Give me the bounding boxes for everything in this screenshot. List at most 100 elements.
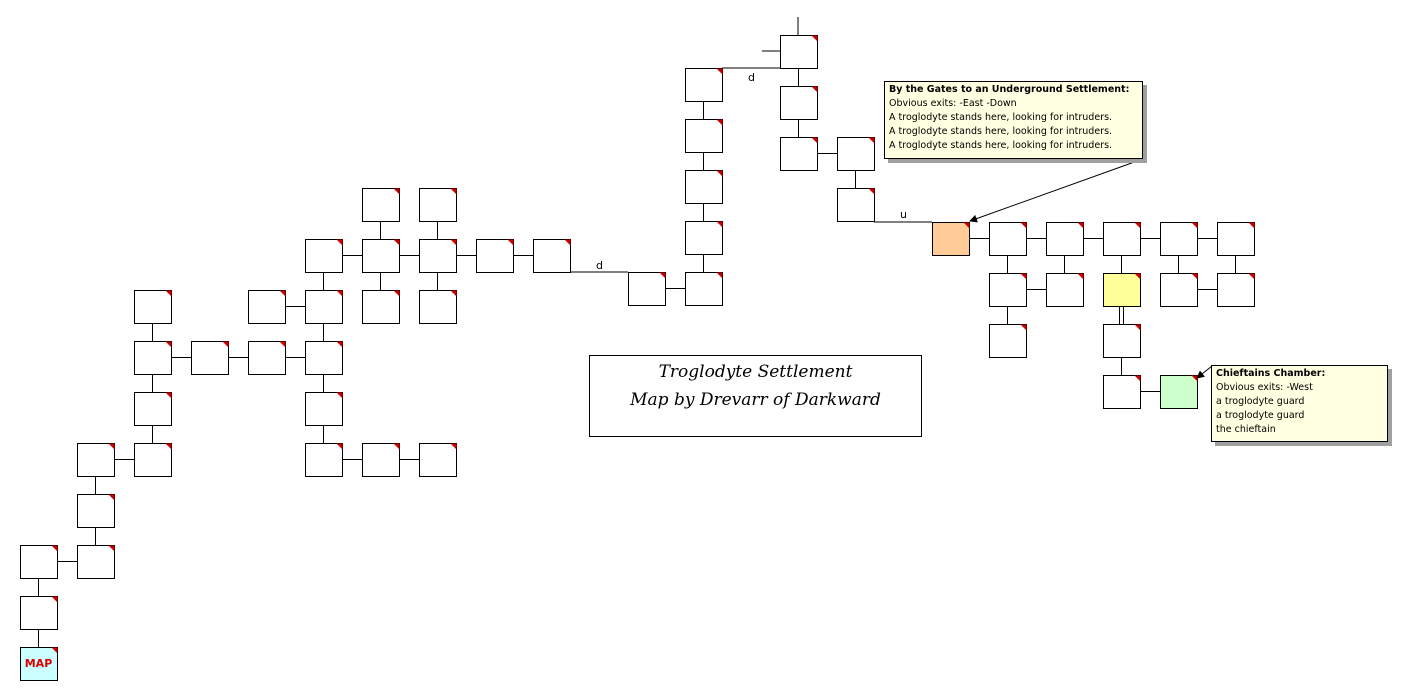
map-room-r40[interactable] — [989, 222, 1027, 256]
note-gates-line: Obvious exits: -East -Down — [889, 98, 1017, 109]
map-room-r50[interactable] — [1103, 375, 1141, 409]
map-room-r43[interactable] — [1160, 222, 1198, 256]
room-box — [628, 272, 666, 306]
map-room-cur[interactable] — [1103, 273, 1141, 307]
room-corner-marker — [450, 290, 457, 297]
map-room-r10[interactable] — [191, 341, 229, 375]
map-room-r38[interactable] — [837, 188, 875, 222]
map-room-r17[interactable] — [305, 290, 343, 324]
map-room-r45[interactable] — [989, 273, 1027, 307]
map-room-r13[interactable] — [305, 392, 343, 426]
room-box — [780, 86, 818, 120]
note-gates-line: A troglodyte stands here, looking for in… — [889, 140, 1113, 151]
map-room-r47[interactable] — [1046, 273, 1084, 307]
map-room-r49[interactable] — [1103, 324, 1141, 358]
room-corner-marker — [165, 341, 172, 348]
map-room-r11[interactable] — [248, 341, 286, 375]
map-room-r2[interactable] — [20, 545, 58, 579]
map-room-r46[interactable] — [989, 324, 1027, 358]
map-room-r34[interactable] — [780, 35, 818, 69]
room-corner-marker — [1191, 273, 1198, 280]
room-box — [134, 341, 172, 375]
map-room-r28[interactable] — [628, 272, 666, 306]
map-credit: Map by Drevarr of Darkward — [630, 390, 881, 410]
map-room-r37[interactable] — [837, 137, 875, 171]
map-room-r7[interactable] — [134, 392, 172, 426]
room-box — [780, 137, 818, 171]
map-room-r19[interactable] — [305, 239, 343, 273]
room-corner-marker — [222, 341, 229, 348]
room-corner-marker — [1134, 324, 1141, 331]
map-room-r26[interactable] — [476, 239, 514, 273]
room-corner-marker — [1191, 222, 1198, 229]
map-room-r14[interactable] — [305, 443, 343, 477]
room-box — [20, 647, 58, 681]
map-room-r27[interactable] — [533, 239, 571, 273]
map-room-r42[interactable] — [1103, 222, 1141, 256]
note-gates-pointer — [969, 159, 1141, 223]
room-corner-marker — [165, 392, 172, 399]
map-room-r23[interactable] — [419, 239, 457, 273]
map-room-r21[interactable] — [362, 188, 400, 222]
room-corner-marker — [51, 545, 58, 552]
room-corner-marker — [1020, 324, 1027, 331]
room-box — [1046, 222, 1084, 256]
room-corner-marker — [450, 443, 457, 450]
map-room-r16[interactable] — [419, 443, 457, 477]
room-box — [1103, 222, 1141, 256]
room-box — [1160, 273, 1198, 307]
map-room-r20[interactable] — [362, 239, 400, 273]
map-room-gate[interactable] — [932, 222, 970, 256]
note-chieftain: Chieftains Chamber: Obvious exits: -West… — [1211, 365, 1388, 442]
room-box — [419, 290, 457, 324]
map-room-r30[interactable] — [685, 221, 723, 255]
map-room-map[interactable] — [20, 647, 58, 681]
room-corner-marker — [564, 239, 571, 246]
special-connections-layer — [1119, 306, 1124, 324]
room-corner-marker — [108, 545, 115, 552]
map-room-r4[interactable] — [77, 494, 115, 528]
map-room-r52[interactable] — [1160, 273, 1198, 307]
map-room-r22[interactable] — [362, 290, 400, 324]
map-room-r33[interactable] — [685, 68, 723, 102]
map-room-r29[interactable] — [685, 272, 723, 306]
room-corner-marker — [716, 119, 723, 126]
room-box — [77, 494, 115, 528]
room-box — [20, 596, 58, 630]
room-box — [685, 170, 723, 204]
room-corner-marker — [108, 494, 115, 501]
map-room-r31[interactable] — [685, 170, 723, 204]
map-room-r32[interactable] — [685, 119, 723, 153]
room-box — [837, 188, 875, 222]
map-room-r24[interactable] — [419, 188, 457, 222]
map-room-r15[interactable] — [362, 443, 400, 477]
exit-label-up-east: u — [900, 208, 907, 221]
map-room-r6[interactable] — [134, 443, 172, 477]
map-room-r41[interactable] — [1046, 222, 1084, 256]
map-room-r18[interactable] — [248, 290, 286, 324]
map-room-r9[interactable] — [134, 290, 172, 324]
room-box — [419, 239, 457, 273]
map-room-r36[interactable] — [780, 137, 818, 171]
room-corner-marker — [963, 222, 970, 229]
map-room-r5[interactable] — [77, 443, 115, 477]
map-room-r1[interactable] — [20, 596, 58, 630]
map-room-r44[interactable] — [1217, 222, 1255, 256]
room-box — [1217, 222, 1255, 256]
room-box — [1046, 273, 1084, 307]
room-corner-marker — [450, 239, 457, 246]
map-room-r8[interactable] — [134, 341, 172, 375]
room-box — [20, 545, 58, 579]
room-corner-marker — [336, 290, 343, 297]
map-room-r35[interactable] — [780, 86, 818, 120]
map-room-r3[interactable] — [77, 545, 115, 579]
map-room-r12[interactable] — [305, 341, 343, 375]
map-room-r25[interactable] — [419, 290, 457, 324]
note-gates: By the Gates to an Underground Settlemen… — [884, 81, 1143, 159]
room-corner-marker — [450, 188, 457, 195]
exit-label-down-mid: d — [596, 259, 603, 272]
room-corner-marker — [393, 290, 400, 297]
map-room-chief[interactable] — [1160, 375, 1198, 409]
map-room-r53[interactable] — [1217, 273, 1255, 307]
room-corner-marker — [716, 272, 723, 279]
